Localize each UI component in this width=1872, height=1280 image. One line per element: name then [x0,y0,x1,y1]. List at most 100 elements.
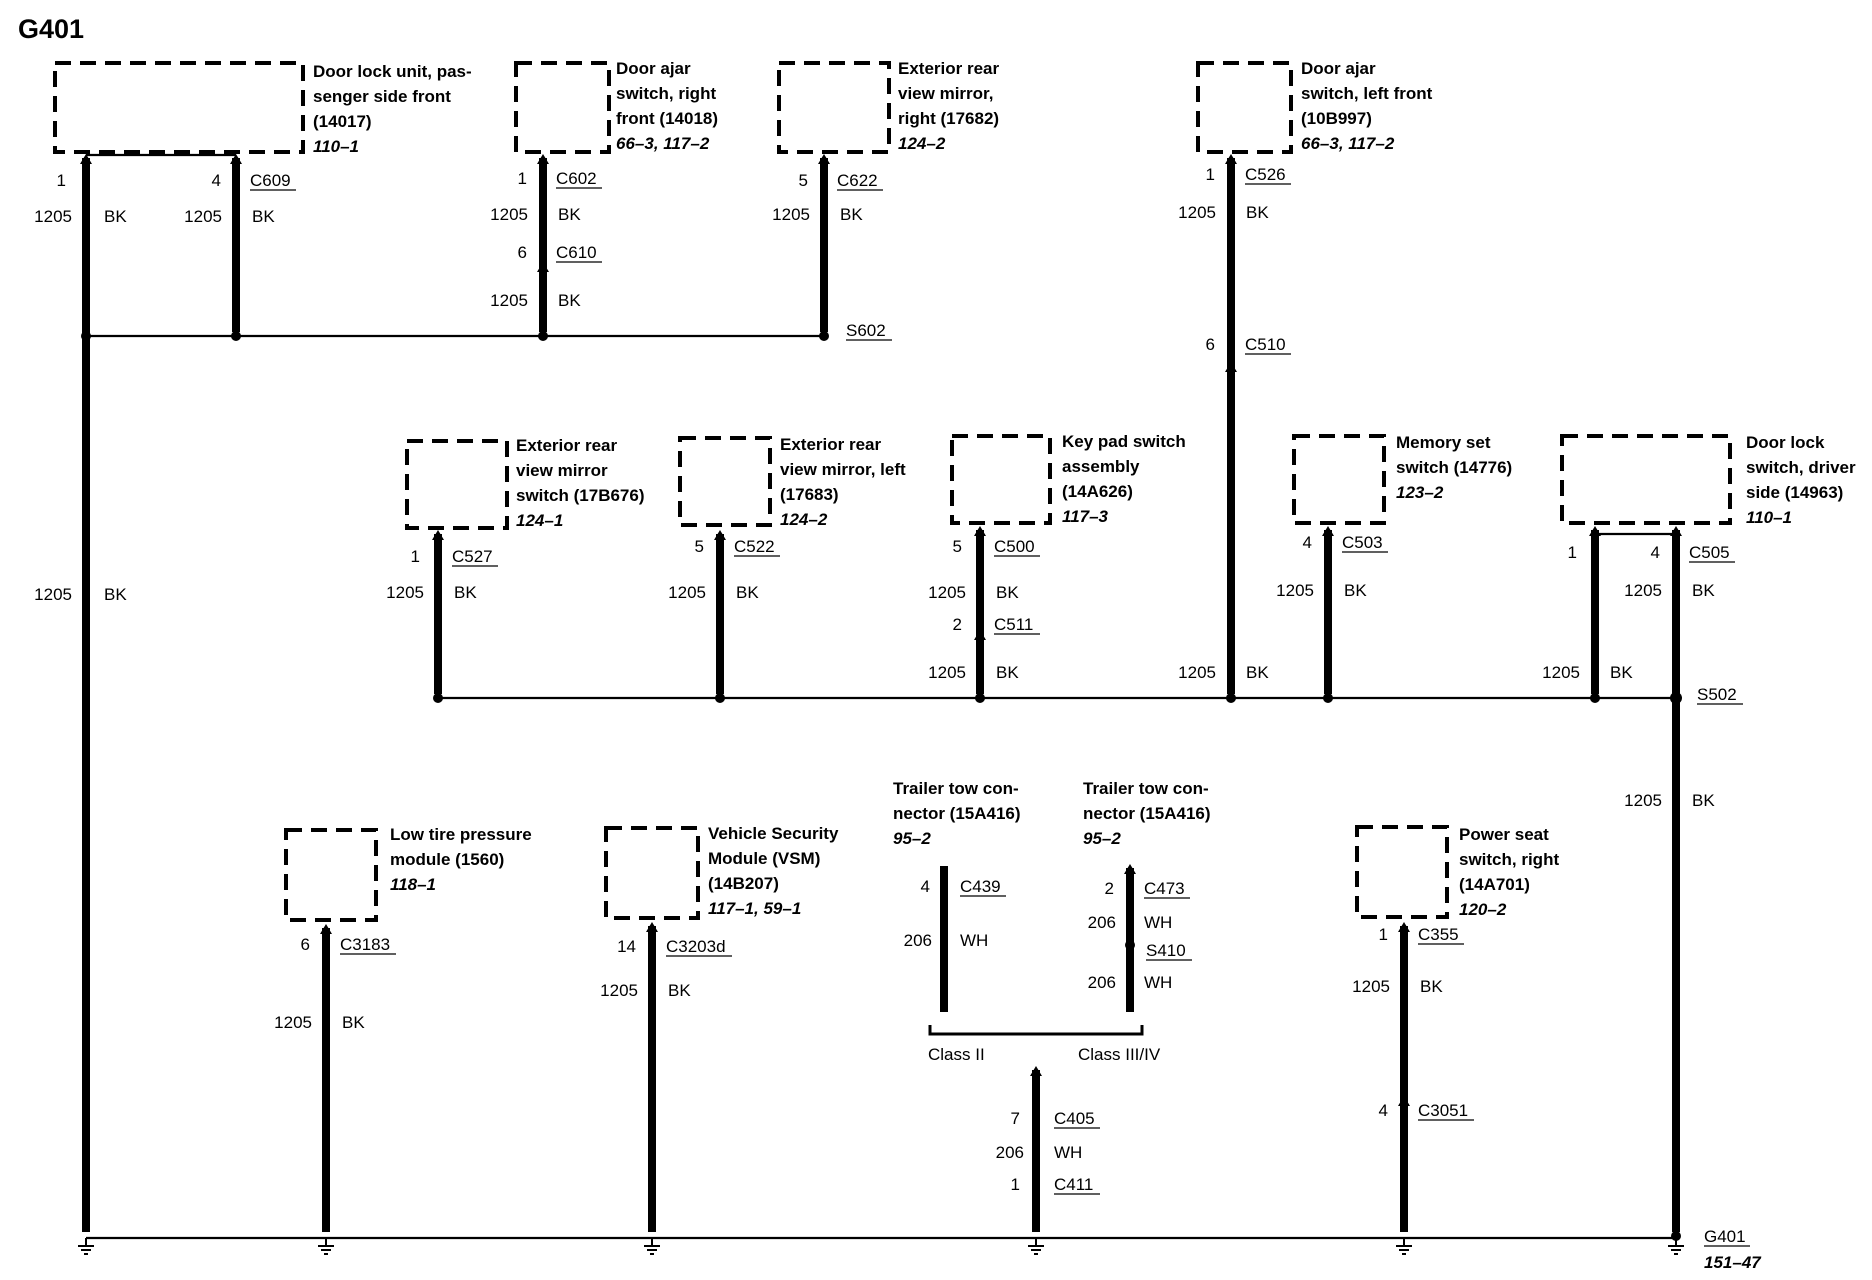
ground-icon [1396,1238,1412,1255]
connector-id: C503 [1342,533,1383,552]
connector-id: C3203d [666,937,726,956]
pin-number: 1 [1568,543,1577,562]
connector-id: C510 [1245,335,1286,354]
connector-id: C522 [734,537,775,556]
connector-mark [1225,362,1237,372]
ground-icon [1668,1238,1684,1255]
component-ref: 123–2 [1396,483,1444,502]
connector-mark [974,526,986,536]
pin-number: 4 [921,877,930,896]
component-label-line: nector (15A416) [1083,804,1211,823]
connector-ids: C609 C602 C610 C622 C526 C510 C527 C522 … [250,165,1730,1194]
component-label-line: Power seat [1459,825,1549,844]
component-boxes [53,61,1732,922]
connector-id: C622 [837,171,878,190]
wire-color: BK [996,583,1019,602]
splice-label-s410: S410 [1146,941,1186,960]
connector-mark [1124,864,1136,874]
component-label-line: right (17682) [898,109,999,128]
ground-icon [644,1238,660,1255]
component-label-line: (10B997) [1301,109,1372,128]
connector-mark [1030,1066,1042,1076]
class-selector-bracket [928,1025,1144,1036]
label-trailer-tow-class-2: Trailer tow con- nector (15A416) 95–2 [893,779,1021,848]
wire-color: BK [1246,663,1269,682]
exterior-mirror-switch-box [405,439,509,530]
connector-mark [646,922,658,932]
junction-dot [1226,693,1236,703]
wire-color: BK [996,663,1019,682]
circuit-number: 1205 [1542,663,1580,682]
wire-color: WH [1144,913,1172,932]
ground-icon [318,1238,334,1255]
circuit-number: 1205 [184,207,222,226]
component-label-line: Exterior rear [780,435,881,454]
wire-color: BK [1344,581,1367,600]
wire-color: BK [1692,791,1715,810]
pin-number: 6 [518,243,527,262]
connector-mark [432,530,444,540]
label-low-tire-pressure-module: Low tire pressure module (1560) 118–1 [390,825,532,894]
component-label-line: switch (17B676) [516,486,645,505]
junction-dot [81,331,91,341]
door-ajar-right-front-box [514,61,611,154]
pin-number: 5 [695,537,704,556]
component-label-line: view mirror, left [780,460,906,479]
connector-id: C355 [1418,925,1459,944]
ground-label: G401 [1704,1227,1746,1246]
connector-id: C505 [1689,543,1730,562]
connector-mark [714,530,726,540]
component-label-line: Door lock [1746,433,1825,452]
connector-id: C527 [452,547,493,566]
connector-marks [80,154,1682,1106]
connector-mark [537,262,549,272]
junction-dot [538,331,548,341]
connector-mark [1225,154,1237,164]
component-label-line: module (1560) [390,850,504,869]
component-label-line: switch, driver [1746,458,1856,477]
wire-color: BK [558,291,581,310]
circuit-labels: 1205 BK 1205 BK 1205 BK 1205 BK 1205 BK … [34,203,1715,1162]
component-ref: 110–1 [1746,508,1792,527]
component-label-line: (17683) [780,485,839,504]
circuit-number: 1205 [1352,977,1390,996]
circuit-number: 206 [1088,913,1116,932]
component-label-line: switch, right [1459,850,1559,869]
wire-color: BK [736,583,759,602]
label-vehicle-security-module: Vehicle Security Module (VSM) (14B207) 1… [708,824,839,918]
circuit-number: 1205 [928,663,966,682]
junction-dot [231,331,241,341]
component-label-line: side (14963) [1746,483,1843,502]
wire-color: WH [1054,1143,1082,1162]
pin-number: 5 [953,537,962,556]
wire-color: BK [104,207,127,226]
label-door-ajar-right-front: Door ajar switch, right front (14018) 66… [616,59,718,153]
connector-mark [1589,526,1601,536]
junction-dot [975,693,985,703]
component-label-line: (14A626) [1062,482,1133,501]
pin-number: 1 [57,171,66,190]
ground-icon [1028,1238,1044,1255]
circuit-number: 1205 [490,205,528,224]
label-exterior-mirror-left: Exterior rear view mirror, left (17683) … [780,435,906,529]
component-label-line: Door lock unit, pas- [313,62,472,81]
connector-mark [230,154,242,164]
label-trailer-tow-class-3-4: Trailer tow con- nector (15A416) 95–2 [1083,779,1211,848]
ground-ref: 151–47 [1704,1253,1762,1272]
circuit-number: 1205 [1276,581,1314,600]
circuit-number: 1205 [1624,581,1662,600]
door-lock-switch-driver-box [1560,434,1732,525]
circuit-number: 206 [904,931,932,950]
wire-color: BK [252,207,275,226]
component-ref: 120–2 [1459,900,1507,919]
circuit-number: 1205 [772,205,810,224]
component-ref: 95–2 [1083,829,1121,848]
component-ref: 124–2 [780,510,828,529]
wires [82,158,1680,1232]
component-label-line: nector (15A416) [893,804,1021,823]
component-label-line: switch, right [616,84,716,103]
connector-mark [1322,526,1334,536]
pin-number: 6 [301,935,310,954]
ground-icon [78,1238,94,1255]
component-label-line: Vehicle Security [708,824,839,843]
